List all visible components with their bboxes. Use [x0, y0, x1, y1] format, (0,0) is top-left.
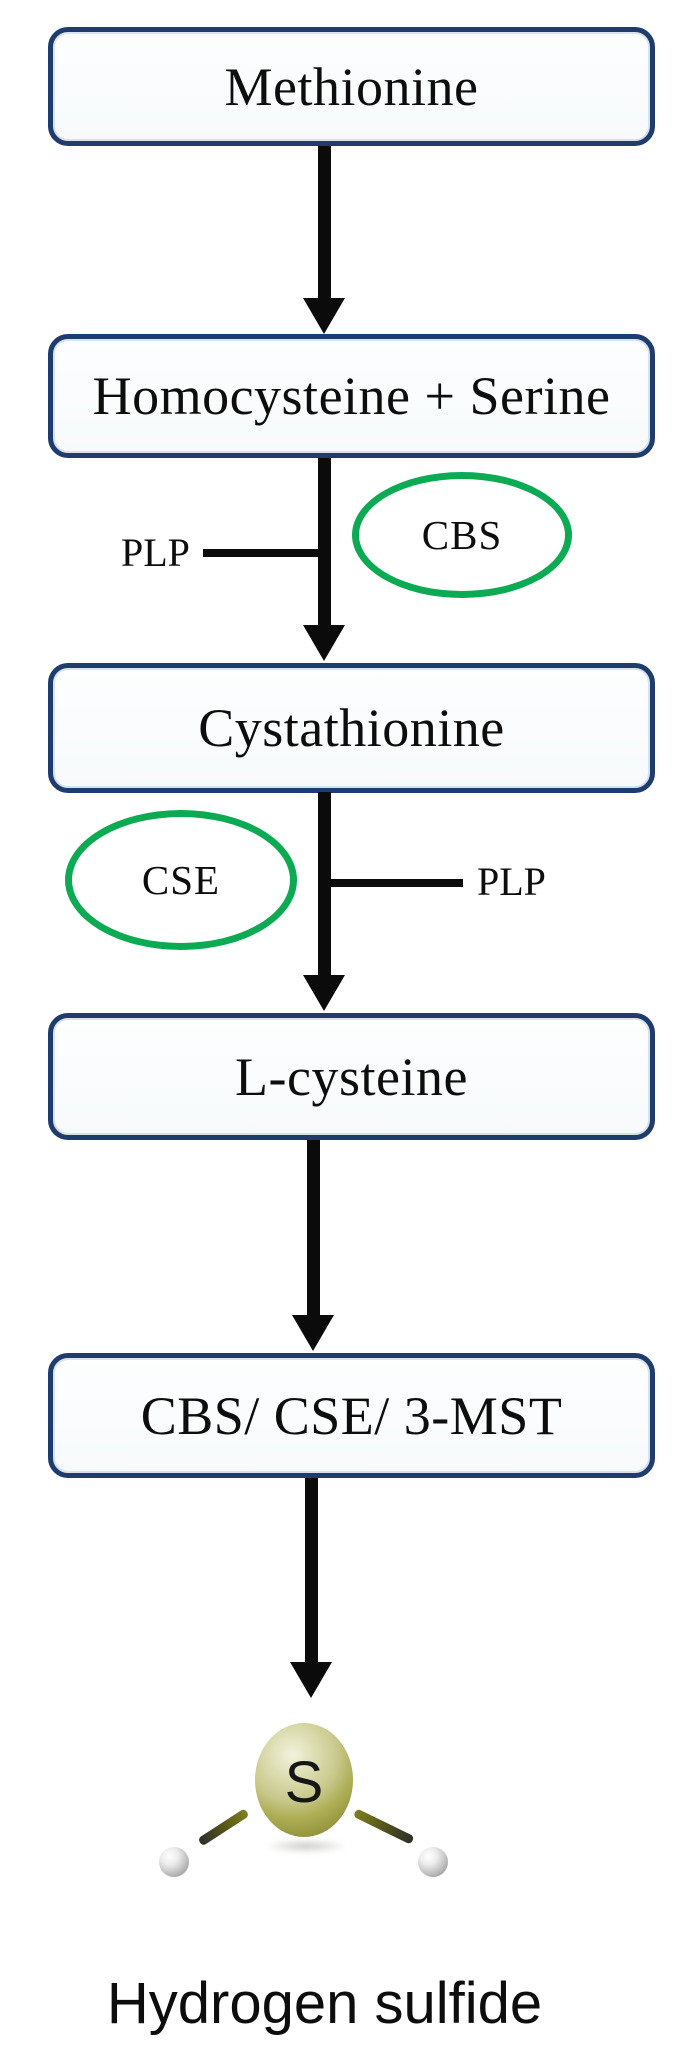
enzyme-ellipse-cbs: CBS: [352, 472, 572, 598]
node-l-cysteine: L-cysteine: [48, 1013, 655, 1140]
arrow-down-icon: [307, 1140, 320, 1315]
hydrogen-atom-left: [159, 1847, 189, 1877]
molecule-caption: Hydrogen sulfide: [106, 1971, 543, 2036]
arrowhead-down-icon: [303, 625, 345, 661]
arrowhead-down-icon: [292, 1315, 334, 1351]
plp-label-left: PLP: [121, 530, 190, 575]
plp-connector-left: [203, 549, 318, 557]
arrow-down-icon: [305, 1478, 318, 1662]
plp-connector-right: [331, 879, 463, 887]
plp-label-right: PLP: [477, 859, 546, 904]
arrowhead-down-icon: [303, 298, 345, 334]
arrowhead-down-icon: [290, 1662, 332, 1698]
enzyme-ellipse-cse: CSE: [65, 810, 297, 950]
node-homocysteine-serine: Homocysteine + Serine: [48, 334, 655, 458]
node-l-cysteine-label: L-cysteine: [235, 1046, 468, 1107]
sulfur-atom: S: [255, 1723, 353, 1837]
node-methionine-label: Methionine: [224, 56, 479, 117]
node-cystathionine: Cystathionine: [48, 663, 655, 793]
arrow-down-icon: [318, 458, 331, 625]
node-cbs-cse-3mst: CBS/ CSE/ 3-MST: [48, 1353, 655, 1478]
node-cystathionine-label: Cystathionine: [198, 698, 505, 758]
s-h-bond-right: [353, 1808, 415, 1845]
s-h-bond-left: [197, 1808, 250, 1847]
node-methionine: Methionine: [48, 27, 655, 146]
node-homocysteine-serine-label: Homocysteine + Serine: [92, 366, 611, 426]
arrow-down-icon: [318, 792, 331, 975]
enzyme-cbs-label: CBS: [421, 512, 503, 558]
sulfur-atom-label: S: [284, 1749, 324, 1815]
node-cbs-cse-3mst-label: CBS/ CSE/ 3-MST: [140, 1385, 563, 1446]
arrowhead-down-icon: [303, 975, 345, 1011]
arrow-down-icon: [318, 146, 331, 298]
molecule-shadow: [250, 1836, 362, 1856]
enzyme-cse-label: CSE: [141, 857, 221, 903]
hydrogen-atom-right: [418, 1847, 448, 1877]
